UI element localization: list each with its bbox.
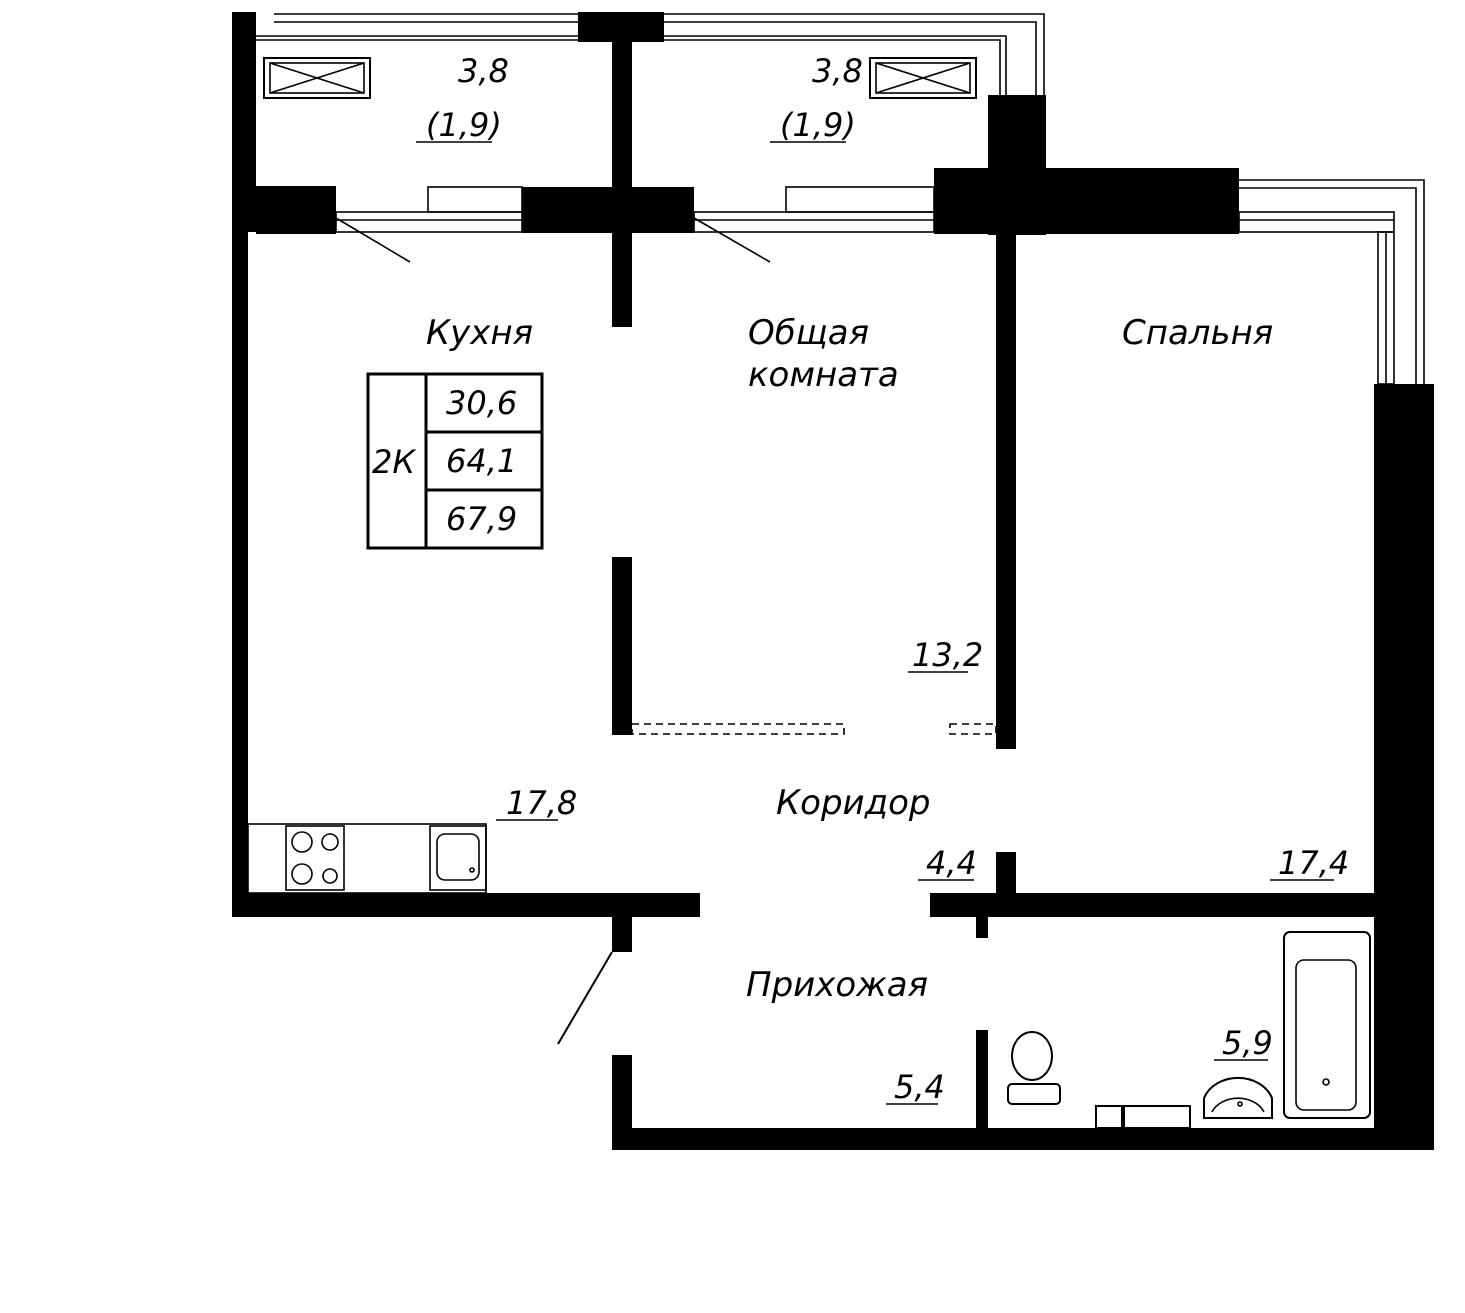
ac-unit-icon bbox=[263, 57, 371, 99]
wall-kitchen-living-lower bbox=[612, 557, 632, 735]
entrance-door-swing bbox=[557, 951, 613, 1045]
wall-balcony-divider bbox=[612, 42, 632, 187]
apartment-type: 2К bbox=[372, 443, 416, 481]
wall-left-balcony-corner bbox=[256, 186, 336, 234]
room-areas: 3,8 (1,9) 3,8 (1,9) 13,2 17,8 4,4 17,4 5… bbox=[416, 52, 1349, 1106]
balcony-right-reduced: (1,9) bbox=[780, 106, 856, 144]
wall-bathroom-left bbox=[976, 1030, 988, 1130]
wall-balcony-divider-top bbox=[578, 12, 664, 42]
wall-top-right-beam bbox=[934, 168, 1239, 234]
living-name-line2: комната bbox=[748, 355, 899, 395]
wall-living-bedroom bbox=[996, 233, 1016, 749]
kitchen-counter bbox=[247, 823, 487, 894]
room-labels: Кухня Общая комната Спальня Коридор Прих… bbox=[426, 313, 1273, 1005]
wall-kitchen-living-stub bbox=[612, 233, 632, 327]
walls bbox=[232, 12, 1434, 1150]
wall-left-outer bbox=[232, 232, 248, 915]
wall-left-balcony-column bbox=[232, 12, 256, 232]
wall-corridor-stub-top bbox=[996, 852, 1016, 893]
balconies bbox=[256, 13, 1425, 385]
wall-corridor-stub-bottom bbox=[976, 917, 988, 938]
toilet-icon bbox=[1007, 1031, 1061, 1105]
bathtub-icon bbox=[1283, 931, 1371, 1119]
bedroom-name: Спальня bbox=[1122, 313, 1273, 353]
balcony-left-area: 3,8 bbox=[458, 52, 509, 90]
kitchen-area-value: 17,8 bbox=[506, 784, 577, 822]
balcony-right-area: 3,8 bbox=[812, 52, 863, 90]
wall-right-outer bbox=[1374, 384, 1434, 1150]
bathroom-area-value: 5,9 bbox=[1222, 1024, 1273, 1062]
hallway-area-value: 5,4 bbox=[894, 1068, 945, 1106]
living-name-line1: Общая bbox=[748, 313, 869, 353]
sink-icon bbox=[429, 825, 487, 891]
washing-machine-icon bbox=[1095, 1105, 1191, 1129]
wall-bottom-outer bbox=[612, 1128, 1434, 1150]
bedroom-area-value: 17,4 bbox=[1278, 844, 1349, 882]
washbasin-icon bbox=[1203, 1076, 1273, 1119]
corridor-name: Коридор bbox=[776, 783, 931, 823]
corridor-area-value: 4,4 bbox=[926, 844, 977, 882]
wall-hallway-stub bbox=[612, 917, 632, 952]
ac-unit-icon bbox=[869, 57, 977, 99]
kitchen-name: Кухня bbox=[426, 313, 533, 353]
living-area: 30,6 bbox=[446, 384, 517, 422]
wall-center-top-block bbox=[522, 187, 694, 233]
wall-hallway-left bbox=[612, 1055, 632, 1150]
wall-kitchen-bottom bbox=[232, 893, 700, 917]
area-summary-table: 2К 30,6 64,1 67,9 bbox=[366, 372, 544, 550]
stove-icon bbox=[285, 825, 345, 891]
living-area-value: 13,2 bbox=[912, 636, 983, 674]
wall-bedroom-bottom bbox=[930, 893, 1374, 917]
balcony-left-reduced: (1,9) bbox=[426, 106, 502, 144]
sliding-partition bbox=[631, 723, 997, 735]
bathroom-fixtures bbox=[1007, 931, 1371, 1129]
hallway-name: Прихожая bbox=[746, 965, 928, 1005]
total-area: 64,1 bbox=[446, 442, 517, 480]
total-area-with-balcony: 67,9 bbox=[446, 500, 517, 538]
